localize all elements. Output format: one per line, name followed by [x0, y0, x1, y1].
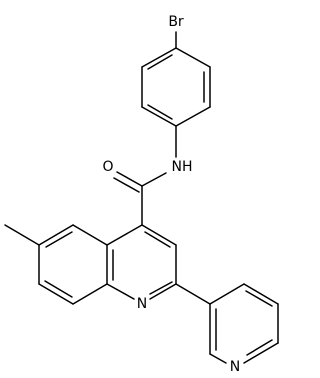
bond-nh-co — [141, 172, 167, 187]
bond-py-1 — [209, 283, 245, 305]
atom-label-pyridine-nitrogen: N — [230, 359, 240, 375]
bond-benzene-6 — [141, 47, 177, 68]
quinoline-group — [4, 224, 177, 305]
bond-benzene-3 — [175, 106, 211, 127]
bond-benzene-inner-3 — [147, 54, 173, 70]
bond-benzene-4 — [141, 106, 177, 127]
bond-q-8 — [38, 224, 74, 246]
bond-q-3 — [149, 283, 177, 300]
atom-label-quinoline-nitrogen: N — [137, 296, 147, 312]
bond-q-10 — [38, 283, 74, 305]
bond-q-7 — [72, 224, 108, 246]
bond-benzene-1 — [175, 47, 211, 68]
bond-benzene-inner-2 — [147, 104, 173, 120]
bond-py-inner-1 — [245, 290, 273, 307]
bond-q-inner-1 — [144, 231, 171, 248]
pyridyl-group — [175, 283, 279, 364]
bond-q-inner-4 — [45, 231, 73, 248]
atom-label-amide-nh: NH — [172, 159, 193, 175]
bond-py-4 — [243, 342, 279, 364]
bond-py-2 — [243, 283, 279, 305]
amide-group — [113, 125, 177, 226]
bond-q-1 — [141, 224, 177, 246]
bond-q-py — [175, 283, 211, 305]
bond-py-inner-2 — [246, 339, 273, 356]
bond-q-inner-2 — [149, 281, 173, 295]
bond-q-inner-5 — [44, 280, 73, 298]
bond-q-4 — [106, 283, 135, 300]
bromophenyl-group — [141, 31, 211, 127]
bond-methyl — [4, 224, 40, 246]
atom-label-carbonyl-oxygen: O — [102, 159, 113, 175]
bond-q-11 — [72, 283, 108, 305]
atom-label-bromine: Br — [168, 14, 184, 30]
bond-co-double-1 — [116, 171, 143, 187]
bond-q-6 — [106, 224, 143, 246]
bond-co-double-2 — [113, 177, 140, 193]
bond-py-5 — [209, 353, 227, 364]
chemical-structure: Br NH O N N — [4, 14, 279, 375]
